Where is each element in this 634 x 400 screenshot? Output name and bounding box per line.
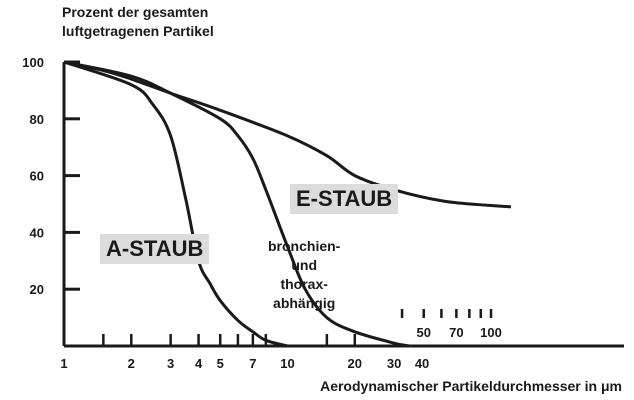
e-staub-label: E-STAUB bbox=[290, 184, 399, 214]
x-tick-label: 40 bbox=[415, 356, 429, 371]
y-axis-label: Prozent der gesamten luftgetragenen Part… bbox=[62, 4, 214, 39]
y-tick-label: 40 bbox=[30, 225, 44, 240]
x-tick-label: 10 bbox=[280, 356, 294, 371]
x-tick-label: 2 bbox=[128, 356, 135, 371]
x-tick-label-upper: 100 bbox=[480, 325, 502, 340]
y-tick-label: 100 bbox=[22, 55, 44, 70]
x-tick-label: 5 bbox=[217, 356, 224, 371]
x-tick-label-upper: 50 bbox=[416, 325, 430, 340]
x-tick-label: 4 bbox=[195, 356, 203, 371]
x-tick-label: 1 bbox=[60, 356, 67, 371]
x-tick-label: 7 bbox=[249, 356, 256, 371]
x-axis-label: Aerodynamischer Partikeldurchmesser in μ… bbox=[320, 378, 622, 394]
x-tick-label: 20 bbox=[348, 356, 362, 371]
thorax-label: bronchien- und thorax- abhängig bbox=[268, 238, 341, 311]
thorax-curve bbox=[63, 60, 410, 348]
y-tick-label: 20 bbox=[30, 282, 44, 297]
y-tick-label: 60 bbox=[30, 169, 44, 184]
x-tick-label-upper: 70 bbox=[449, 325, 463, 340]
y-tick-label: 80 bbox=[30, 112, 44, 127]
e-staub-curve bbox=[63, 60, 512, 209]
x-tick-label: 30 bbox=[387, 356, 401, 371]
x-tick-label: 3 bbox=[167, 356, 174, 371]
a-staub-curve bbox=[63, 60, 288, 348]
a-staub-label: A-STAUB bbox=[100, 234, 210, 264]
curves bbox=[63, 60, 512, 348]
